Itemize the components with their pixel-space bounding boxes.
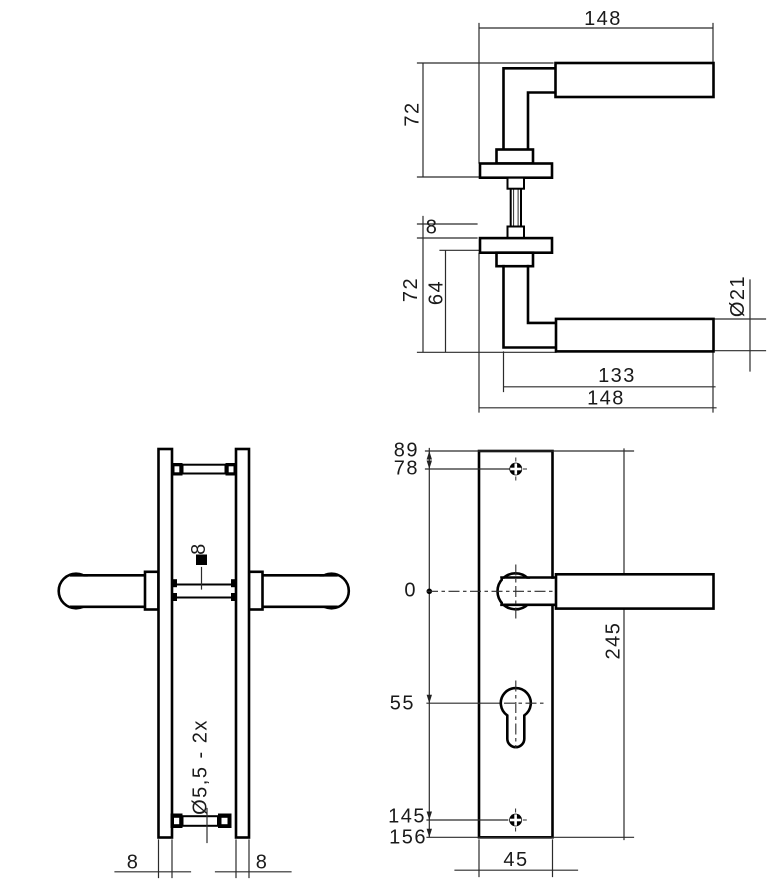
plate-front-view: 89 78 0 55 145 156 245 45	[388, 440, 715, 878]
top-screw-side	[171, 463, 236, 476]
dim-label-plate-width: 45	[503, 849, 528, 871]
handle-front	[496, 571, 715, 611]
square-spindle-symbol	[196, 554, 207, 565]
spindle	[506, 176, 525, 240]
dim-label-thickness-left: 8	[127, 852, 140, 874]
upper-plate-section	[478, 162, 554, 179]
plate-left	[157, 447, 174, 839]
handle-grip-front	[554, 572, 715, 610]
left-handle	[57, 570, 160, 611]
dimension-arrows	[426, 451, 433, 838]
spindle-section	[172, 579, 236, 601]
ref-label-top-screw: 78	[394, 458, 419, 480]
dim-label-grip-length: 133	[598, 365, 636, 387]
handle-side-view: 148 72 8 72 64 Ø21 133 148	[400, 8, 767, 413]
ref-label-plate-bottom: 156	[389, 827, 427, 849]
lower-plate-section	[478, 236, 554, 255]
right-handle	[247, 570, 351, 611]
top-screw-front	[504, 457, 527, 481]
upper-rosette-collar	[495, 148, 535, 165]
centerlines	[427, 564, 556, 749]
ref-label-bottom-screw: 145	[388, 806, 426, 828]
dim-label-width-bottom: 148	[587, 388, 625, 410]
ann-label-spindle-size: 8	[188, 542, 210, 555]
dimension-lines	[416, 22, 767, 413]
dim-label-height-lower: 72	[400, 277, 422, 302]
ref-label-handle-axis: 0	[404, 580, 417, 602]
lower-handle-grip	[554, 317, 715, 353]
thickness-dimension-lines	[114, 839, 292, 879]
upper-handle-grip	[554, 61, 715, 99]
plate-side-view: 8 Ø5,5 - 2x 8 8	[57, 447, 351, 879]
dim-label-grip-diameter: Ø21	[727, 275, 749, 317]
upper-handle-neck	[502, 67, 557, 151]
dim-label-height-upper: 72	[402, 101, 424, 126]
lower-rosette-collar	[495, 251, 535, 268]
dim-label-thickness-right: 8	[256, 852, 269, 874]
reference-lines	[424, 447, 635, 878]
bottom-screw-front	[504, 808, 527, 832]
ref-label-cylinder: 55	[390, 693, 415, 715]
bottom-screw-side	[170, 813, 232, 828]
dim-label-height-lower-inner: 64	[426, 280, 448, 305]
backplate	[477, 449, 554, 839]
dim-label-plate-height: 245	[603, 622, 625, 660]
right-collar	[247, 570, 264, 611]
plate-right	[234, 447, 251, 839]
lower-handle-neck	[502, 264, 558, 349]
dim-label-spindle-protrusion: 8	[426, 217, 439, 239]
dim-label-width-top: 148	[584, 8, 622, 30]
ann-label-screw-hole: Ø5,5 - 2x	[190, 719, 212, 815]
ref-label-plate-top: 89	[394, 440, 419, 462]
left-collar	[143, 570, 160, 611]
